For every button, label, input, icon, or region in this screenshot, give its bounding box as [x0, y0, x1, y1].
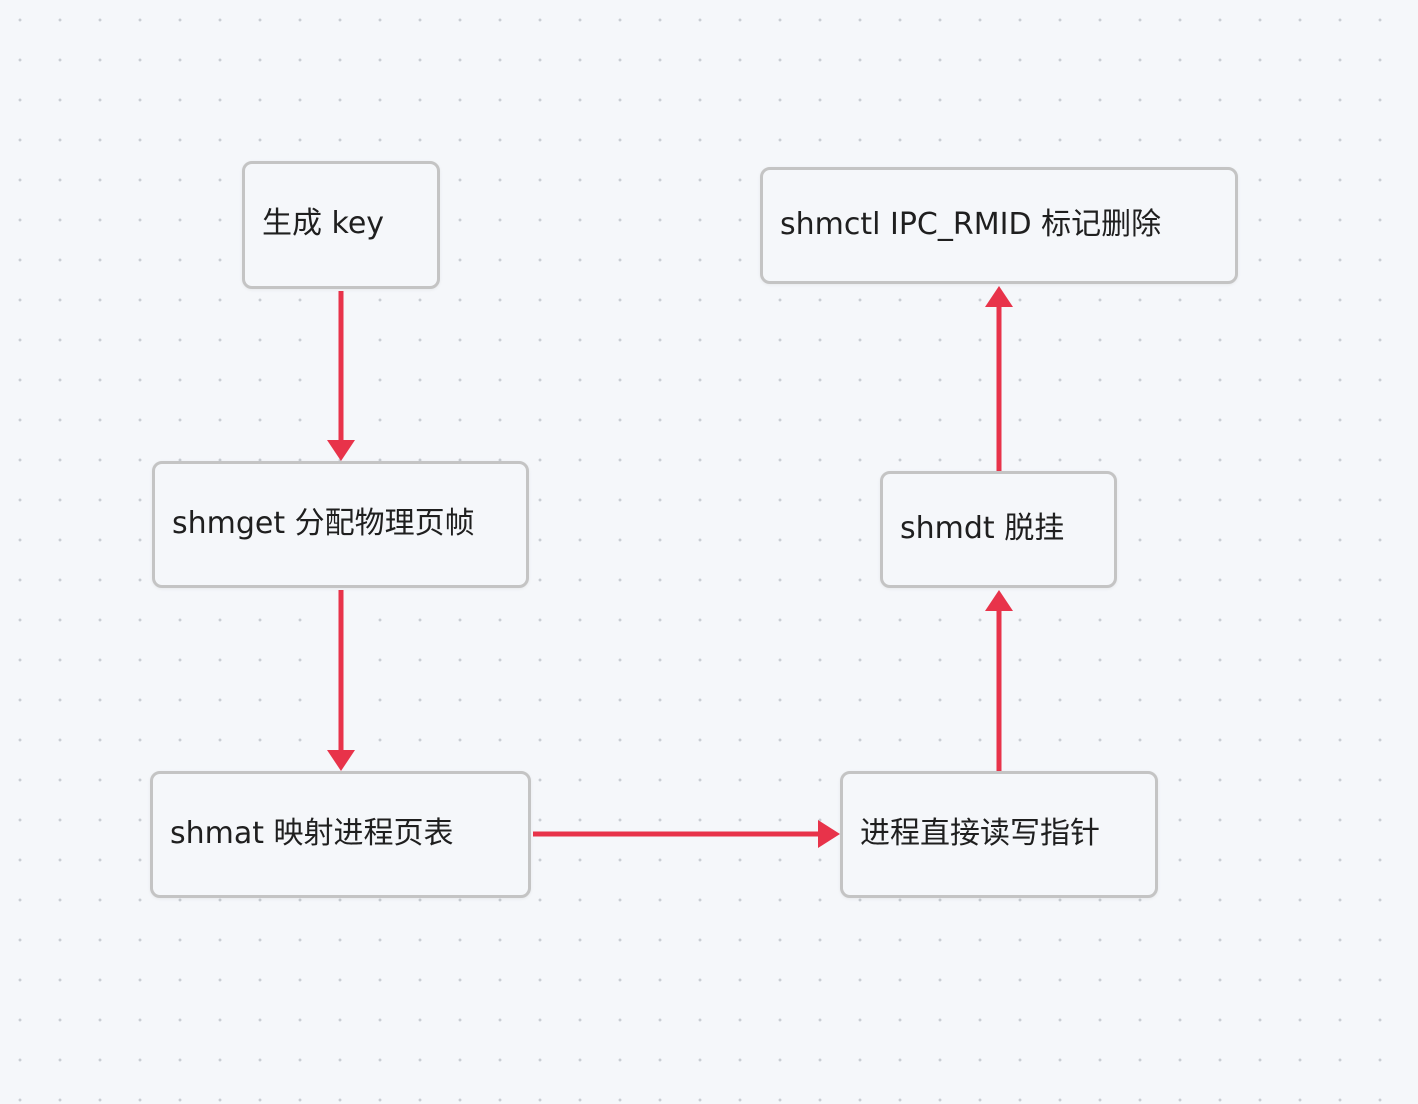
- edge-rw-to-shmdt[interactable]: [985, 590, 1013, 771]
- node-read-write-pointer[interactable]: 进程直接读写指针: [840, 771, 1158, 898]
- edge-shmat-to-rw[interactable]: [533, 820, 840, 848]
- edge-shmget-to-shmat[interactable]: [327, 590, 355, 771]
- node-generate-key[interactable]: 生成 key: [242, 161, 440, 289]
- node-label: shmat 映射进程页表: [170, 815, 454, 851]
- node-label: 生成 key: [262, 206, 385, 241]
- node-shmat[interactable]: shmat 映射进程页表: [150, 771, 531, 898]
- edge-shmdt-to-shmctl[interactable]: [985, 286, 1013, 471]
- node-label: shmget 分配物理页帧: [172, 505, 475, 541]
- node-shmctl[interactable]: shmctl IPC_RMID 标记删除: [760, 167, 1238, 284]
- node-label: shmctl IPC_RMID 标记删除: [780, 206, 1162, 242]
- node-label: shmdt 脱挂: [900, 510, 1065, 546]
- node-shmdt[interactable]: shmdt 脱挂: [880, 471, 1117, 588]
- node-label: 进程直接读写指针: [860, 815, 1100, 851]
- edge-key-to-shmget[interactable]: [327, 291, 355, 461]
- node-shmget[interactable]: shmget 分配物理页帧: [152, 461, 529, 588]
